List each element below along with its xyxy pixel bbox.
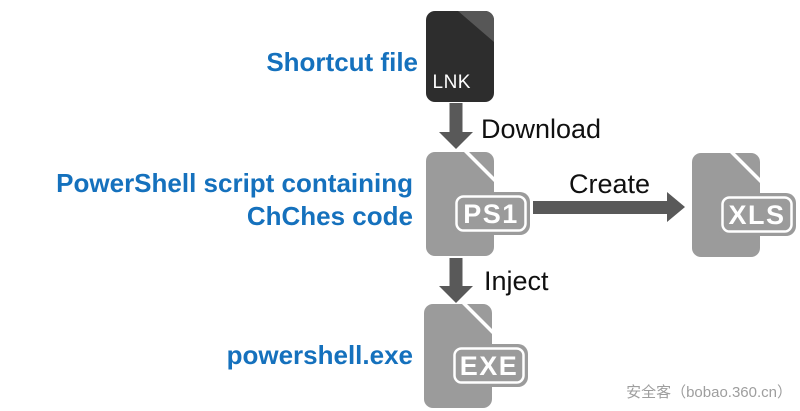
file-type-label: LNK xyxy=(433,72,471,93)
label-inject: Inject xyxy=(484,266,549,296)
label-download: Download xyxy=(481,114,602,144)
file-type-badge xyxy=(452,192,530,235)
xls-file-icon: XLS xyxy=(692,153,796,257)
file-fold xyxy=(458,11,494,42)
file-type-label: XLS xyxy=(728,200,785,230)
file-type-badge xyxy=(450,344,528,387)
label-powershell-script-line2: ChChes code xyxy=(246,201,413,231)
arrow-inject-icon xyxy=(439,258,473,303)
label-create: Create xyxy=(569,169,651,199)
ps1-file-icon: PS1 xyxy=(426,152,530,256)
file-type-badge-outline xyxy=(721,196,793,233)
file-type-badge-outline xyxy=(455,195,527,232)
file-fold xyxy=(467,304,492,329)
file-type-badge xyxy=(718,193,796,236)
label-powershell-script: PowerShell script containing ChChes code xyxy=(56,167,413,233)
lnk-file-icon: LNK xyxy=(426,11,494,102)
arrow-create-icon xyxy=(533,192,685,222)
watermark-text: 安全客（bobao.360.cn） xyxy=(626,384,792,401)
label-powershell-script-line1: PowerShell script containing xyxy=(56,168,413,198)
arrow-download-icon xyxy=(439,103,473,149)
exe-file-icon: EXE xyxy=(424,304,528,408)
file-type-label: PS1 xyxy=(463,199,519,229)
file-fold xyxy=(469,152,494,177)
file-body xyxy=(426,11,494,102)
file-fold xyxy=(735,153,760,178)
label-powershell-exe: powershell.exe xyxy=(226,340,413,370)
file-type-label: EXE xyxy=(460,351,519,381)
label-shortcut-file: Shortcut file xyxy=(266,47,418,77)
file-type-badge-outline xyxy=(453,347,525,384)
